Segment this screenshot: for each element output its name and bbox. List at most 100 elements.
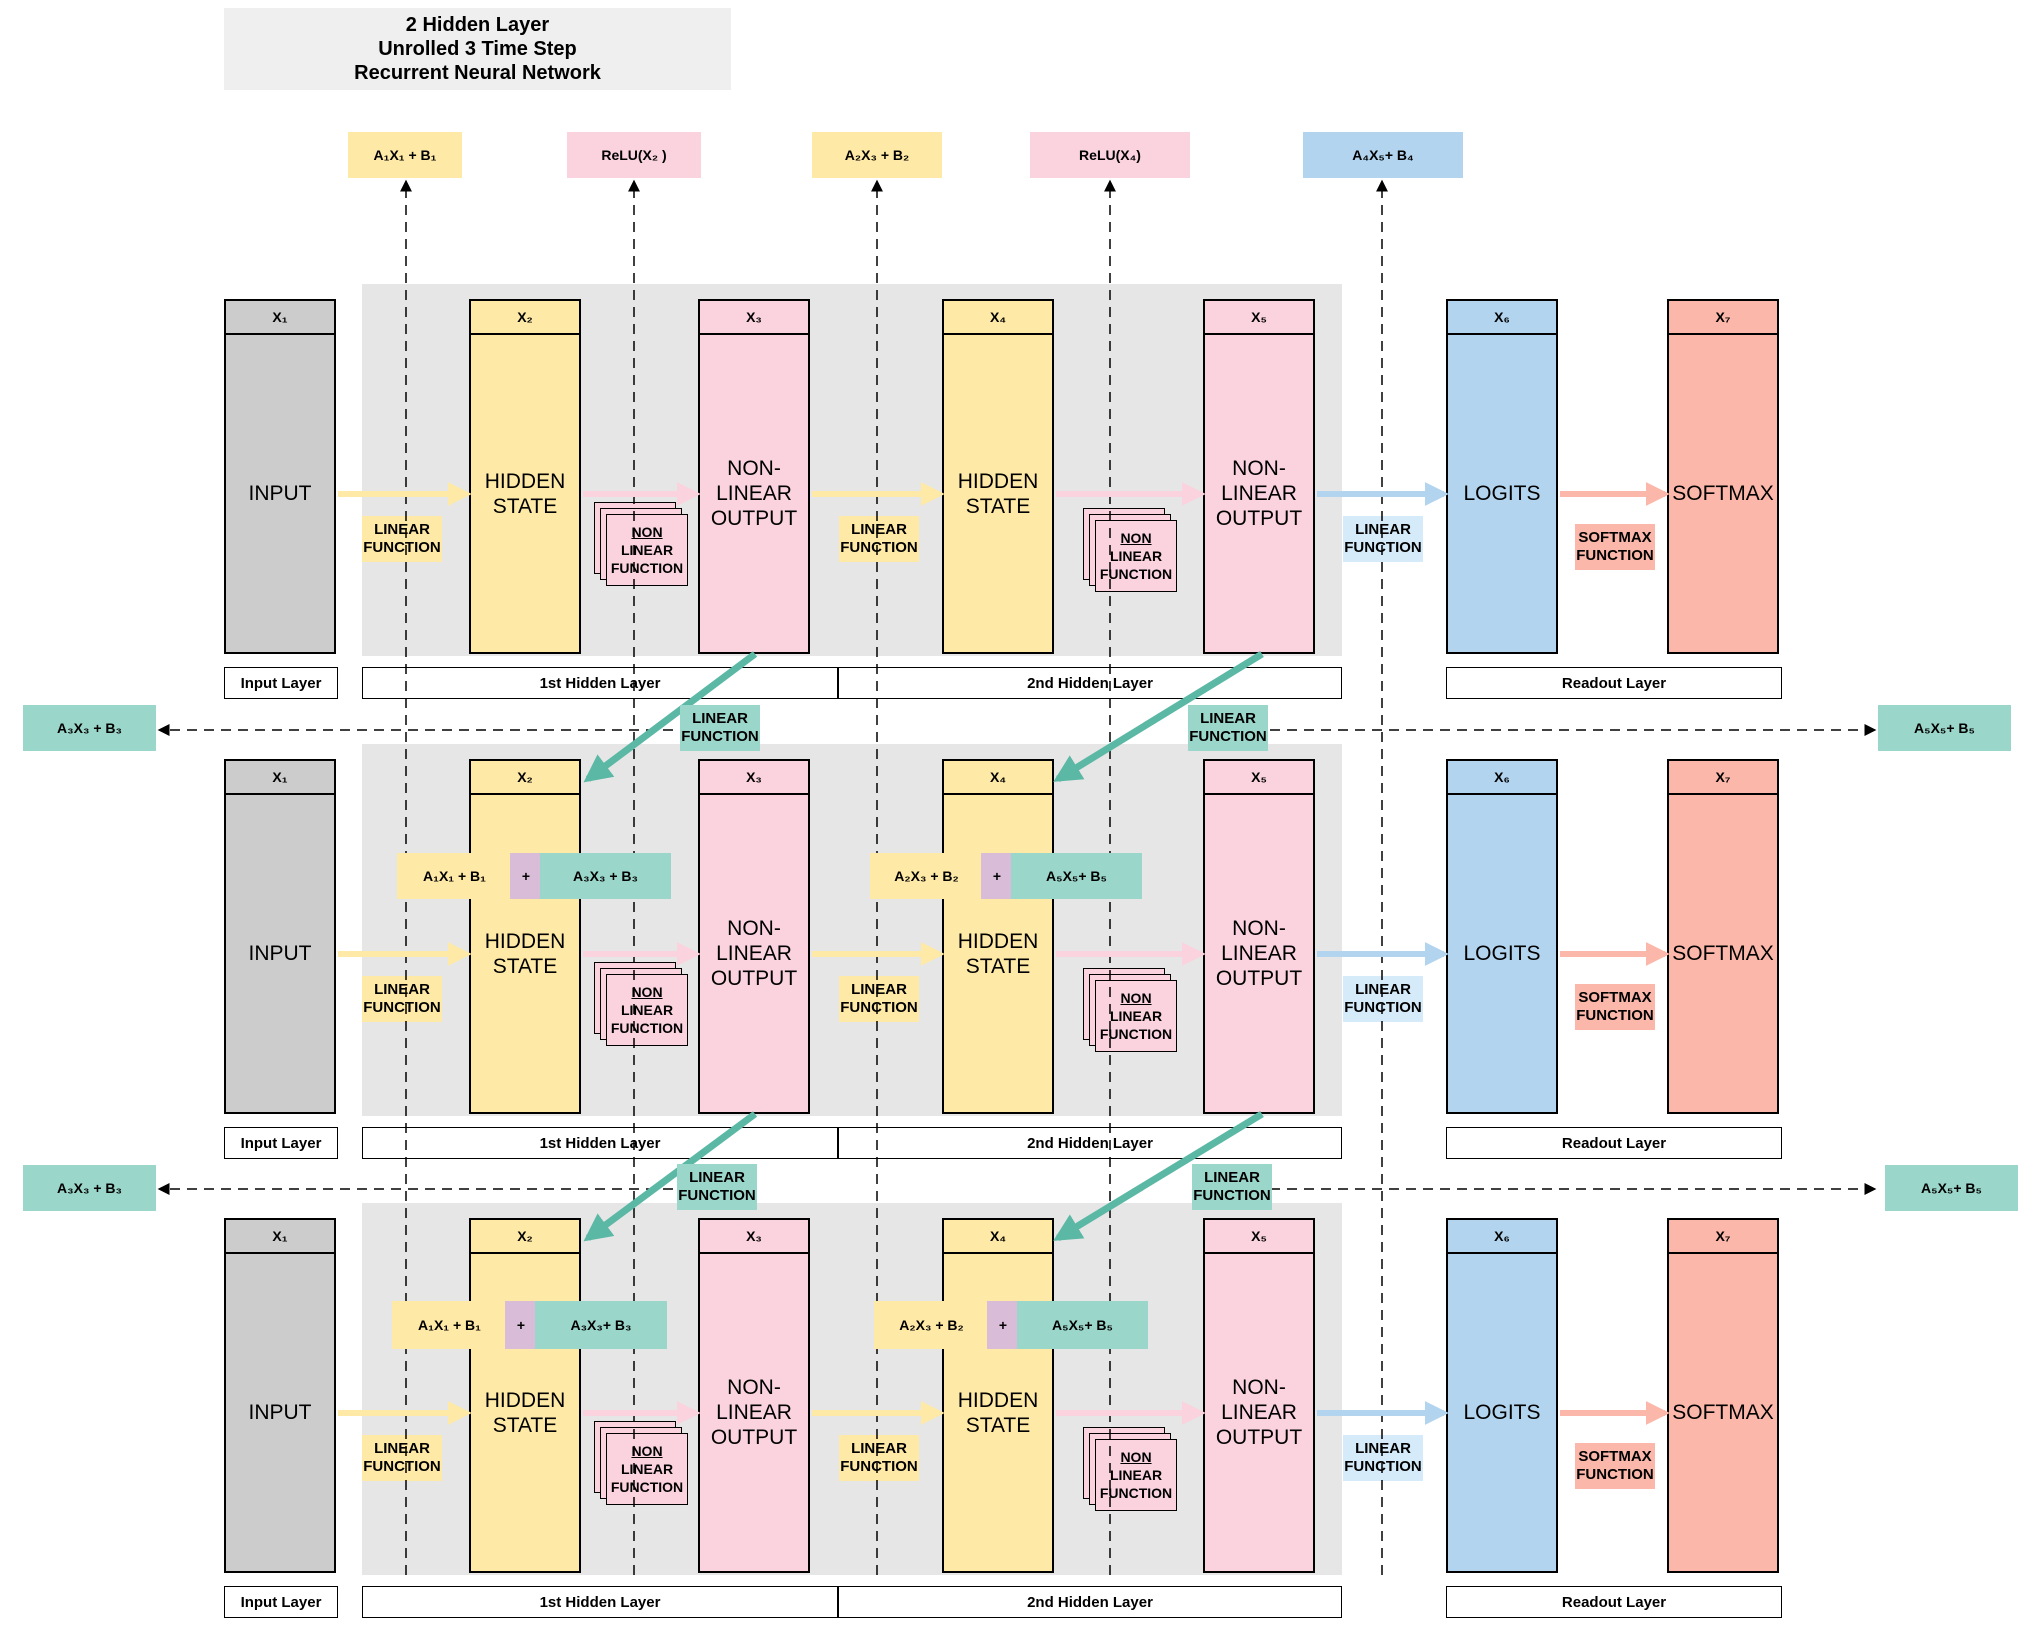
column-header: X₇ [1669,761,1777,795]
column-header: X₂ [471,301,579,335]
column-body: SOFTMAX [1669,1254,1777,1571]
column-body-text-line: LOGITS [1463,482,1541,505]
hidden-layer-2-label-t3: 2nd Hidden Layer [838,1586,1342,1618]
column-body-text-line: STATE [965,1413,1031,1437]
softmax-function-text-line: FUNCTION [1576,1007,1654,1024]
column-header-label: X₅ [1251,769,1267,785]
column-body-text-line: NON- [727,457,781,480]
column-body-text-line: LINEAR [1221,482,1297,505]
softmax-function-text-line: SOFTMAX [1578,1448,1652,1465]
column-header: X₂ [471,1220,579,1254]
linear-function-1-text-line: FUNCTION [363,1458,441,1475]
top-tag-relu-1: ReLU(X₂ ) [567,132,701,178]
column-header-label: X₅ [1251,309,1267,325]
column-header: X₅ [1205,761,1313,795]
logits-column-t1: X₆ LOGITS [1446,299,1558,654]
column-header: X₄ [944,761,1052,795]
column-body-text-line: STATE [492,954,558,978]
title-line-1: 2 Hidden Layer [405,14,550,36]
readout-layer-label-t1: Readout Layer [1446,667,1782,699]
column-body-text-line: OUTPUT [710,967,798,990]
diagram-title: 2 Hidden Layer Unrolled 3 Time Step Recu… [224,8,731,90]
column-header-label: X₃ [746,309,762,325]
column-header-label: X₇ [1715,309,1731,325]
column-body-text-line: NON- [1232,457,1286,480]
sum-eq-h2-recurrent-t3: A₅X₅+ B₅ [1017,1301,1148,1349]
column-body-text-line: HIDDEN [957,929,1039,953]
column-header-label: X₆ [1494,309,1510,325]
column-header: X₁ [226,1220,334,1254]
column-body-text: LOGITS [1463,941,1540,966]
recurrent-tag-right-1: A₅X₅+ B₅ [1878,705,2011,751]
input-layer-label-t3: Input Layer [224,1586,338,1618]
linear-function-2-text-line: FUNCTION [840,999,918,1016]
sum-eq-h1-linear-t2: A₁X₁ + B₁ [397,853,512,899]
column-body-text: SOFTMAX [1672,941,1774,966]
nonlinear-label-line: NON [631,984,663,1000]
column-header-label: X₁ [272,769,288,785]
column-body-text-line: LINEAR [1221,942,1297,965]
nonlinear-label-line: FUNCTION [1099,1485,1173,1501]
column-body: LOGITS [1448,335,1556,652]
linear-function-1-text-line: LINEAR [374,521,430,538]
column-body-text-line: LINEAR [716,1401,792,1424]
column-body-text-line: INPUT [248,482,312,505]
nonlinear-label-line: NON [631,1443,663,1459]
title-line-3: Recurrent Neural Network [354,62,601,84]
column-body-text-line: OUTPUT [1215,1426,1303,1449]
column-body-text-line: NON- [727,1376,781,1399]
column-header-label: X₂ [517,309,533,325]
column-header-label: X₄ [989,1228,1006,1244]
softmax-function-text-line: SOFTMAX [1578,989,1652,1006]
linear-function-2-text-line: FUNCTION [840,1458,918,1475]
column-header-label: X₇ [1715,1228,1731,1244]
column-body-text-line: NON- [727,917,781,940]
hidden-layer-1-label-t3: 1st Hidden Layer [362,1586,838,1618]
column-body: SOFTMAX [1669,335,1777,652]
column-body-text-line: LOGITS [1463,942,1541,965]
column-header-label: X₂ [517,769,533,785]
softmax-column-t1: X₇ SOFTMAX [1667,299,1779,654]
column-body-text-line: STATE [492,494,558,518]
plus-sign-h1-t2: + [510,853,542,899]
plus-sign-h2-t3: + [987,1301,1019,1349]
column-body-text: LOGITS [1463,1400,1540,1425]
readout-layer-label-t3: Readout Layer [1446,1586,1782,1618]
sum-eq-h1-recurrent-t2: A₃X₃ + B₃ [540,853,671,899]
column-header: X₁ [226,761,334,795]
input-layer-label-t2: Input Layer [224,1127,338,1159]
column-body-text-line: SOFTMAX [1672,482,1774,505]
column-header-label: X₅ [1251,1228,1267,1244]
nonlinear-label-line: FUNCTION [1099,566,1173,582]
input-layer-label-t1: Input Layer [224,667,338,699]
column-body-text-line: LINEAR [716,942,792,965]
nonlinear-label-line: NON [1120,990,1152,1006]
